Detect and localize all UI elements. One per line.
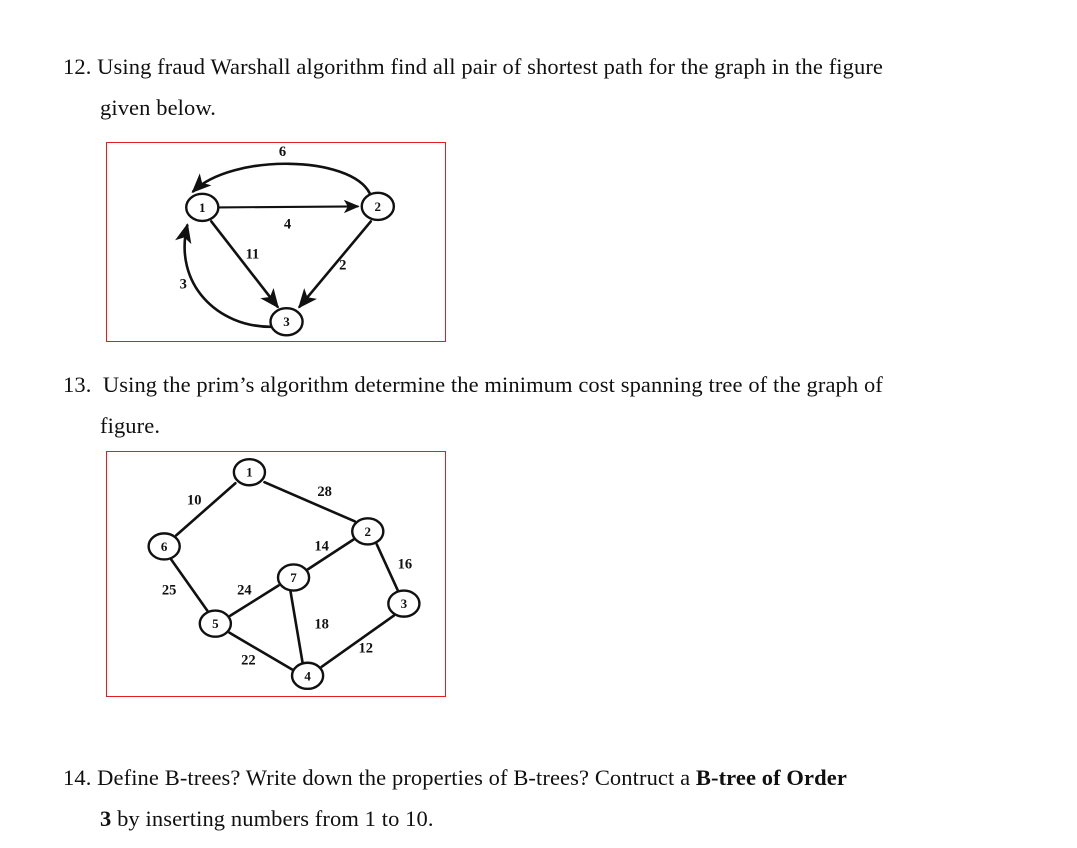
figure-2-weight-1-2: 28	[317, 484, 332, 500]
figure-1-node-3: 3	[269, 306, 304, 337]
question-14-line-2: 3 by inserting numbers from 1 to 10.	[63, 798, 847, 839]
figure-1-edge-1-3	[210, 220, 279, 309]
figure-2-edge-5-6	[169, 558, 209, 612]
figure-2-node-1-label: 1	[246, 465, 253, 480]
question-14-line-1: 14. Define B-trees? Write down the prope…	[63, 757, 847, 798]
question-12-line-1: 12. Using fraud Warshall algorithm find …	[63, 46, 883, 87]
figure-2-node-3: 3	[387, 589, 421, 618]
figure-1-node-2: 2	[360, 191, 396, 222]
figure-2-edge-5-7	[229, 584, 280, 617]
question-12-line-1-text: Using fraud Warshall algorithm find all …	[97, 54, 884, 79]
question-14-text: 14. Define B-trees? Write down the prope…	[63, 757, 847, 839]
figure-2-edge-4-7	[289, 590, 304, 665]
figure-2-node-4: 4	[290, 661, 325, 691]
figure-2-node-5: 5	[198, 609, 233, 638]
figure-2-weight-2-3: 16	[398, 556, 413, 572]
figure-2-node-2-label: 2	[365, 524, 372, 539]
question-12-text: 12. Using fraud Warshall algorithm find …	[63, 46, 883, 128]
figure-2-node-2: 2	[351, 517, 385, 546]
question-13-line-1-text: Using the prim’s algorithm determine the…	[102, 372, 883, 397]
figure-1-node-1: 1	[185, 192, 220, 223]
figure-2-weight-5-6: 25	[162, 583, 177, 599]
figure-1-edge-1-2	[216, 199, 360, 214]
figure-2-node-7: 7	[276, 563, 311, 592]
question-13-number: 13.	[63, 372, 92, 397]
question-13-text: 13. Using the prim’s algorithm determine…	[63, 364, 883, 446]
figure-2-node-1: 1	[232, 457, 267, 487]
question-13-line-1: 13. Using the prim’s algorithm determine…	[63, 364, 883, 405]
question-14-number: 14.	[63, 765, 92, 790]
figure-2-edge-3-4	[320, 614, 396, 669]
figure-2-node-5-label: 5	[212, 616, 219, 631]
question-13-line-2: figure.	[100, 413, 161, 438]
figure-2-edge-2-3	[375, 543, 400, 592]
question-12-line-2: given below.	[100, 95, 216, 120]
figure-1-weight-1-2: 4	[284, 216, 291, 232]
figure-2-node-6: 6	[147, 532, 181, 561]
figure-1-box: 1 2 3 6 4 11 2 3	[106, 142, 446, 342]
figure-1-weight-1-3: 11	[246, 247, 260, 263]
question-14-line-2-bold: 3	[100, 806, 112, 831]
question-12-number: 12.	[63, 54, 92, 79]
figure-1-weight-2-1: 6	[279, 144, 286, 160]
figure-2-weight-1-6: 10	[187, 492, 202, 508]
figure-1-graph: 1 2 3 6 4 11 2 3	[175, 144, 396, 337]
figure-2-node-3-label: 3	[401, 596, 408, 611]
figure-2-node-6-label: 6	[161, 539, 168, 554]
figure-2-weight-5-7: 24	[237, 583, 252, 599]
question-14-line-1-plain: Define B-trees? Write down the propertie…	[97, 765, 696, 790]
figure-2-edge-2-7	[306, 538, 356, 571]
figure-1-node-3-label: 3	[283, 314, 290, 329]
figure-2-weight-3-4: 12	[358, 641, 373, 657]
figure-2-weight-4-5: 22	[241, 653, 256, 669]
figure-1-weight-2-3: 2	[339, 258, 346, 274]
figure-1-node-2-label: 2	[375, 199, 382, 214]
figure-2-edge-1-2	[263, 480, 357, 523]
figure-1-edge-2-1	[191, 162, 372, 195]
figure-2-weight-2-7: 14	[314, 538, 329, 554]
figure-2-weight-4-7: 18	[314, 617, 329, 633]
figure-1-node-1-label: 1	[199, 200, 206, 215]
figure-1-weight-3-1: 3	[180, 277, 187, 293]
figure-2-node-7-label: 7	[290, 570, 297, 585]
figure-2-edge-4-5	[228, 631, 294, 672]
figure-2-edge-1-6	[174, 481, 237, 537]
question-14-line-1-bold: B-tree of Order	[695, 765, 847, 790]
figure-2-node-4-label: 4	[304, 668, 311, 683]
figure-2-graph: 1 2 3 4 5 6 7	[147, 457, 421, 691]
figure-1-edge-3-1	[175, 223, 274, 329]
figure-1-edge-2-3	[298, 220, 373, 309]
question-14-line-2-plain: by inserting numbers from 1 to 10.	[111, 806, 434, 831]
figure-2-box: 1 2 3 4 5 6 7	[106, 451, 446, 697]
